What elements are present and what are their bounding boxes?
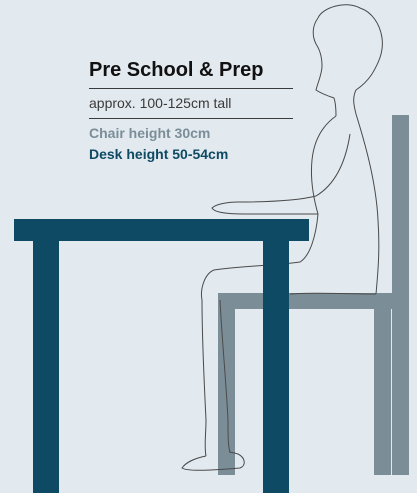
- desk-top: [14, 219, 309, 241]
- height-range-label: approx. 100-125cm tall: [89, 95, 295, 111]
- page-title: Pre School & Prep: [89, 58, 295, 82]
- chair-height-label: Chair height 30cm: [89, 125, 295, 141]
- chair-front-leg: [218, 293, 235, 475]
- size-guide-text: Pre School & Prep approx. 100-125cm tall…: [89, 58, 295, 162]
- desk-left-leg: [33, 241, 59, 493]
- chair: [218, 115, 409, 475]
- desk-right-leg: [263, 241, 289, 493]
- divider: [89, 88, 293, 89]
- divider: [89, 118, 293, 119]
- chair-rear-leg: [374, 293, 391, 475]
- desk: [14, 219, 309, 493]
- desk-height-label: Desk height 50-54cm: [89, 146, 295, 162]
